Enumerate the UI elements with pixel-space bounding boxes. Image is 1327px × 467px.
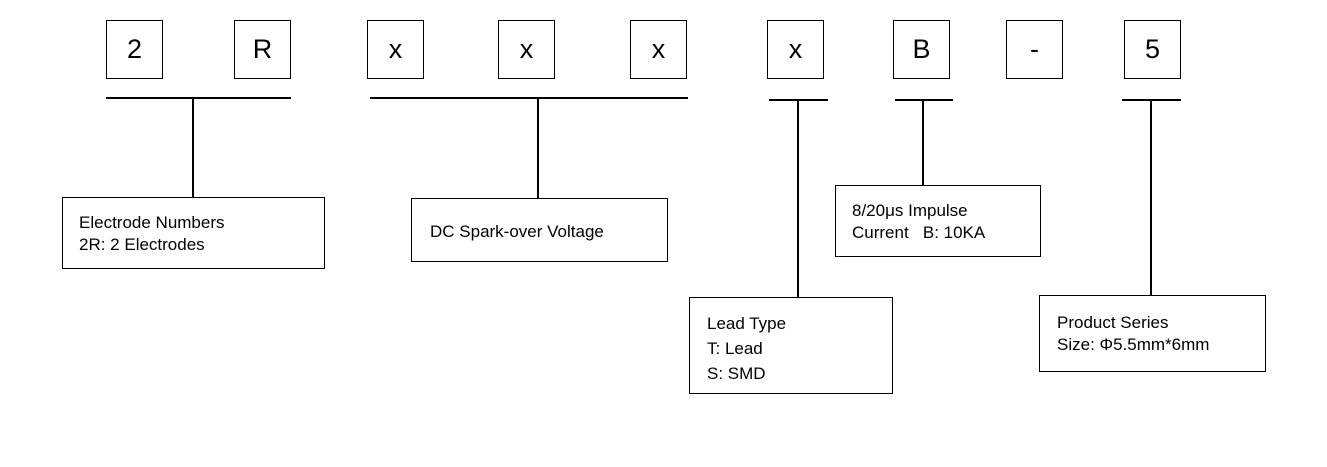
code-box-voltage-1: x [367,20,424,79]
code-box-voltage-2: x [498,20,555,79]
code-char: - [1030,34,1039,64]
connector-impulse [922,99,924,185]
code-char: x [788,34,803,64]
connector-voltage [537,97,539,198]
code-box-separator: - [1006,20,1063,79]
lead-type-option-t: T: Lead [707,339,763,358]
code-char: x [519,34,534,64]
bracket-voltage [370,97,688,99]
description-box-series: Product Series Size: Φ5.5mm*6mm [1039,295,1266,372]
series-size: Size: Φ5.5mm*6mm [1057,335,1210,354]
connector-lead-type [797,99,799,297]
code-box-impulse-current: B [893,20,950,79]
lead-type-title: Lead Type [707,314,787,333]
code-box-electrode-letter: R [234,20,291,79]
bracket-electrode [106,97,291,99]
bracket-impulse [895,99,953,101]
impulse-title: 8/20μs Impulse [852,201,968,220]
code-box-electrode-digit: 2 [106,20,163,79]
code-box-voltage-3: x [630,20,687,79]
connector-electrode [192,97,194,198]
electrode-detail: 2R: 2 Electrodes [79,235,205,254]
code-char: x [651,34,666,64]
code-box-lead-type: x [767,20,824,79]
connector-series [1150,99,1152,295]
code-char: 2 [126,34,143,64]
code-char: x [388,34,403,64]
series-title: Product Series [1057,313,1169,332]
code-char: R [252,34,273,64]
code-char: 5 [1144,34,1161,64]
electrode-title: Electrode Numbers [79,213,225,232]
code-box-series: 5 [1124,20,1181,79]
description-box-electrode: Electrode Numbers 2R: 2 Electrodes [62,197,325,269]
impulse-detail: Current B: 10KA [852,223,986,242]
code-char: B [912,34,931,64]
lead-type-option-s: S: SMD [707,364,766,383]
description-box-lead-type: Lead Type T: Lead S: SMD [689,297,893,394]
description-box-impulse: 8/20μs Impulse Current B: 10KA [835,185,1041,257]
voltage-title: DC Spark-over Voltage [430,222,604,241]
description-box-voltage: DC Spark-over Voltage [411,198,668,262]
